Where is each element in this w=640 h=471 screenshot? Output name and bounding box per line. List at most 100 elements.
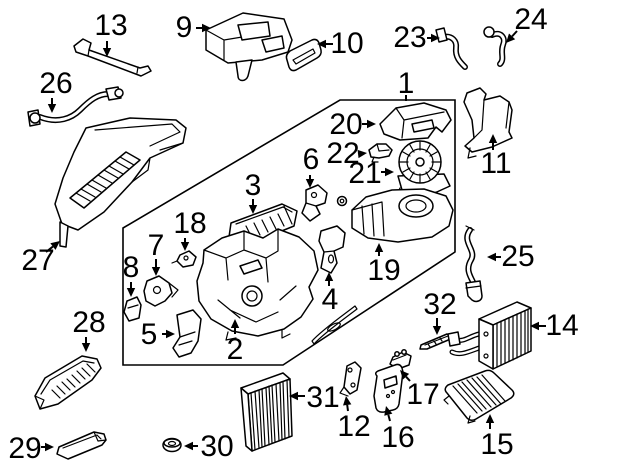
callout-arrowhead-22: [357, 149, 367, 159]
assembly-group-outline: [122, 99, 456, 366]
callout-arrowhead-28: [81, 343, 91, 352]
part-number-27[interactable]: 27: [21, 244, 55, 277]
part-number-5[interactable]: 5: [140, 318, 158, 351]
part-number-14[interactable]: 14: [545, 309, 579, 342]
part-26-drawing: [27, 86, 124, 127]
callout-arrowhead-16: [384, 406, 393, 416]
callout-arrowhead-26: [47, 104, 57, 113]
callout-arrowhead-7: [151, 267, 161, 276]
callout-arrowhead-13: [102, 48, 112, 57]
part-number-16[interactable]: 16: [381, 421, 415, 454]
part-31-drawing: [240, 372, 293, 452]
part-15-drawing: [443, 369, 515, 424]
callout-arrowhead-5: [166, 329, 175, 339]
part-8-drawing: [123, 296, 142, 322]
part-30-drawing: [162, 437, 182, 453]
part-number-7[interactable]: 7: [147, 229, 165, 262]
part-24-drawing: [483, 26, 507, 67]
part-12-drawing: [339, 361, 362, 397]
part-drawings-layer: [27, 12, 532, 460]
callout-arrowhead-30: [184, 441, 193, 451]
part-18-drawing: [171, 250, 197, 268]
part-number-9[interactable]: 9: [175, 11, 193, 44]
part-number-2[interactable]: 2: [226, 333, 244, 366]
part-20-drawing: [379, 102, 452, 141]
part-number-23[interactable]: 23: [393, 21, 427, 54]
callout-arrowhead-17: [400, 370, 410, 380]
part-16-drawing: [373, 363, 404, 413]
callout-arrowhead-24: [506, 33, 516, 43]
part-9-drawing: [205, 12, 293, 82]
seal-strip-drawing: [311, 305, 358, 345]
callout-arrowhead-19: [374, 243, 384, 252]
part-number-31[interactable]: 31: [306, 381, 340, 414]
part-6-drawing: [301, 184, 328, 222]
part-number-17[interactable]: 17: [406, 378, 440, 411]
callout-arrowhead-11: [488, 134, 498, 143]
callout-arrowhead-12: [343, 396, 352, 406]
part-number-11[interactable]: 11: [480, 147, 512, 180]
callout-arrow-17: [405, 375, 411, 382]
callout-arrowhead-32: [432, 326, 442, 335]
callout-arrow-12: [346, 404, 349, 412]
part-11-drawing: [463, 87, 513, 159]
callout-arrowhead-2: [230, 319, 240, 328]
part-number-19[interactable]: 19: [367, 254, 401, 287]
part-27-drawing: [54, 117, 187, 248]
callout-arrowhead-27: [50, 241, 60, 250]
part-29-drawing: [56, 431, 107, 460]
callout-arrowhead-14: [530, 321, 539, 331]
part-number-20[interactable]: 20: [329, 108, 363, 141]
part-number-32[interactable]: 32: [423, 288, 457, 321]
part-5-drawing: [172, 309, 202, 358]
callout-arrowhead-18: [180, 242, 190, 251]
part-number-3[interactable]: 3: [244, 169, 262, 202]
part-number-24[interactable]: 24: [514, 3, 548, 36]
part-13-drawing: [73, 38, 152, 77]
part-number-25[interactable]: 25: [501, 240, 535, 273]
part-number-21[interactable]: 21: [348, 157, 382, 190]
callout-arrow-16: [387, 414, 391, 422]
part-32-drawing: [419, 333, 454, 350]
part-number-29[interactable]: 29: [8, 432, 42, 465]
part-4-drawing: [318, 225, 346, 274]
part-number-6[interactable]: 6: [302, 143, 320, 176]
callout-arrowhead-10: [317, 39, 326, 49]
part-number-8[interactable]: 8: [122, 251, 140, 284]
part-10-drawing: [285, 38, 322, 72]
callout-arrowhead-6: [305, 179, 315, 188]
part-19-drawing: [351, 188, 454, 243]
callout-arrowhead-25: [487, 252, 496, 262]
grommet-small-drawing: [336, 195, 348, 207]
part-28-drawing: [34, 355, 102, 410]
part-23-drawing: [435, 27, 468, 70]
callout-arrowhead-20: [367, 119, 376, 129]
callout-arrow-24: [511, 30, 518, 38]
callout-arrowhead-9: [202, 23, 211, 33]
part-25-drawing: [464, 225, 483, 303]
callout-arrows-layer: [41, 23, 546, 452]
callout-arrowhead-21: [385, 167, 394, 177]
part-number-30[interactable]: 30: [200, 430, 234, 463]
callout-arrowhead-8: [126, 288, 136, 297]
part-number-12[interactable]: 12: [337, 410, 371, 443]
part-14-drawing: [447, 301, 532, 370]
part-number-1[interactable]: 1: [397, 67, 415, 100]
callout-arrowhead-3: [248, 205, 258, 214]
part-number-15[interactable]: 15: [480, 428, 514, 461]
callout-arrowhead-29: [45, 442, 54, 452]
part-number-18[interactable]: 18: [173, 207, 207, 240]
part-number-28[interactable]: 28: [72, 306, 106, 339]
part-number-22[interactable]: 22: [326, 137, 360, 170]
callout-arrowhead-4: [324, 272, 334, 281]
part-number-10[interactable]: 10: [330, 27, 364, 60]
part-2-drawing: [196, 228, 319, 341]
part-number-4[interactable]: 4: [321, 283, 339, 316]
callout-arrowhead-23: [431, 33, 440, 43]
part-number-13[interactable]: 13: [94, 9, 128, 42]
callout-arrow-27: [45, 245, 54, 253]
callout-arrowhead-31: [289, 391, 298, 401]
part-number-26[interactable]: 26: [39, 67, 73, 100]
